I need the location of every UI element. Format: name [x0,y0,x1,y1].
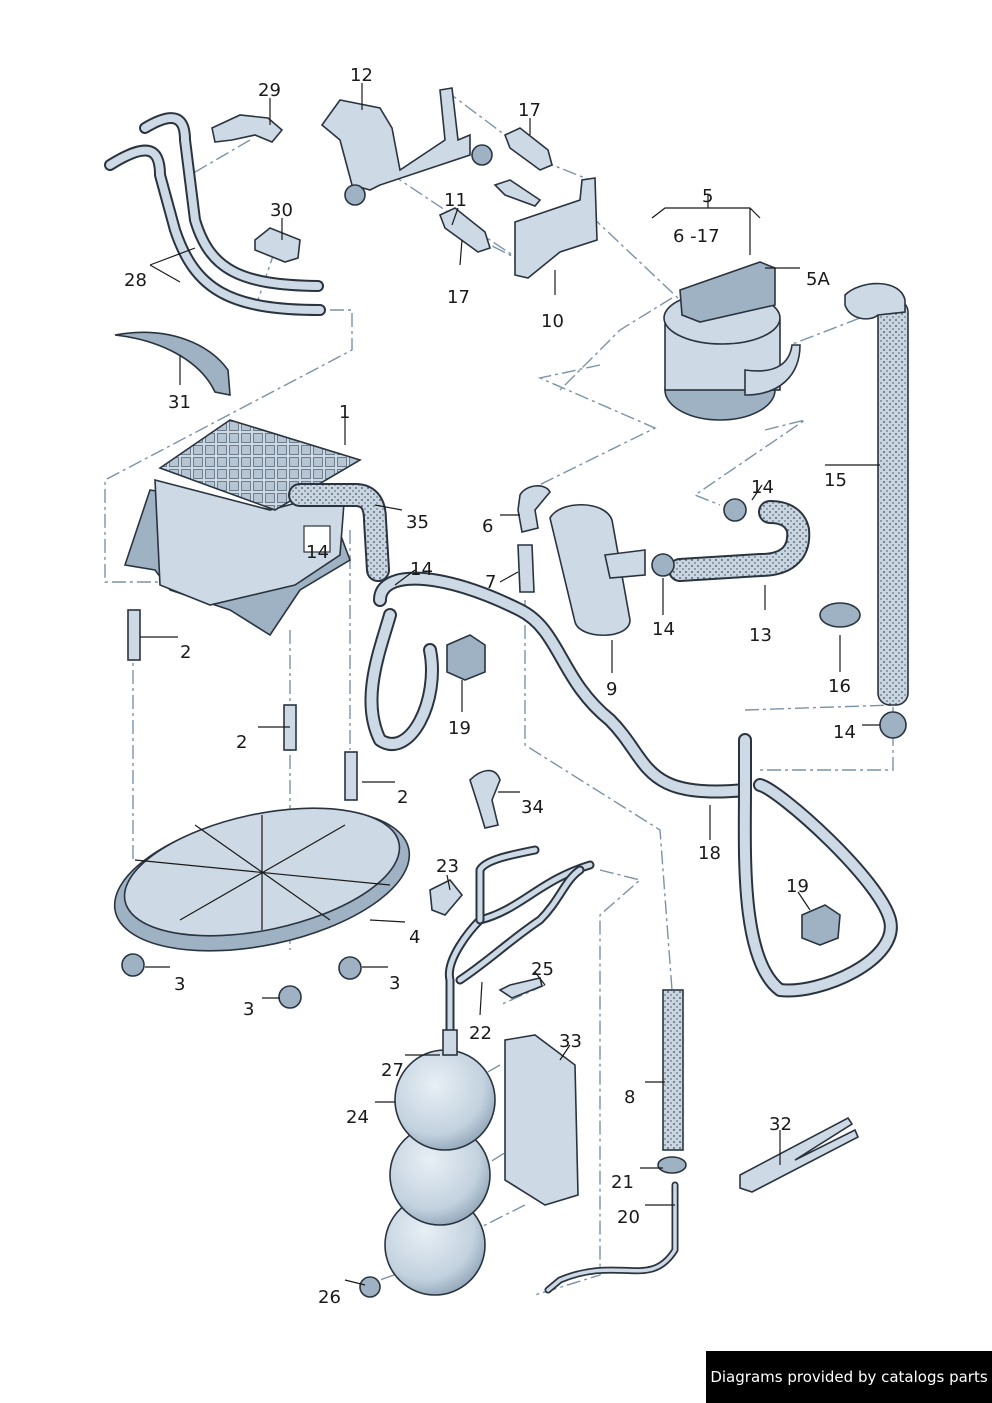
label-6: 6 [482,516,493,537]
label-14-c: 14 [652,619,675,640]
footer-credit-text: Diagrams provided by catalogs parts [710,1368,988,1386]
clamp-14-box [303,525,331,553]
hose-18 [364,571,898,998]
screw-25 [498,977,543,999]
label-30: 30 [270,200,293,221]
label-12: 12 [350,65,373,86]
label-27: 27 [381,1060,404,1081]
nut-3-a [121,953,145,977]
tube-set-28 [104,112,326,316]
label-2-b: 2 [236,732,247,753]
line-set-22 [429,845,595,1035]
label-14-b: 14 [751,477,774,498]
pump-5 [663,261,801,421]
label-3-c: 3 [243,999,254,1020]
label-14-e: 14 [833,722,856,743]
clamp-21 [657,1156,687,1174]
label-25: 25 [531,959,554,980]
label-14-box: 14 [306,542,329,563]
callout-labels: 29 12 17 30 11 5 6 -17 28 17 5A 10 31 1 … [124,65,856,1308]
label-20: 20 [617,1207,640,1228]
nut-3-b [338,956,362,980]
stud-2-c [344,751,358,801]
label-13: 13 [749,625,772,646]
connector-11 [438,207,491,253]
wedge-31 [114,331,231,396]
label-32: 32 [769,1114,792,1135]
label-11: 11 [444,190,467,211]
label-4: 4 [409,927,420,948]
clamp-14-c [651,553,675,577]
connector-17-upper [503,127,553,171]
nut-26 [359,1276,381,1298]
leader-lines [140,83,880,1286]
label-8: 8 [624,1087,635,1108]
plate-4 [113,807,411,952]
label-17-upper: 17 [518,100,541,121]
stud-2-a [127,609,141,661]
label-21: 21 [611,1172,634,1193]
label-24: 24 [346,1107,369,1128]
label-35: 35 [406,512,429,533]
label-6-17: 6 -17 [673,226,720,247]
label-23: 23 [436,856,459,877]
label-2-a: 2 [180,642,191,663]
label-31: 31 [168,392,191,413]
label-3-b: 3 [389,973,400,994]
label-2-c: 2 [397,787,408,808]
label-16: 16 [828,676,851,697]
label-17-lower: 17 [447,287,470,308]
label-5: 5 [702,186,713,207]
clip-29 [211,114,284,143]
bracket-33 [504,1034,579,1206]
nut-12 [344,184,366,206]
label-29: 29 [258,80,281,101]
label-9: 9 [606,679,617,700]
connector-7 [517,544,535,593]
label-1: 1 [339,402,350,423]
label-19-b: 19 [786,876,809,897]
clip-19-b [801,904,841,946]
clip-19-a [446,634,486,681]
tube-8 [662,989,684,1151]
label-5A: 5A [806,269,830,290]
bracket-12 [320,87,471,191]
hose-15 [844,282,909,706]
clamp-14-e [879,711,907,739]
label-33: 33 [559,1031,582,1052]
clip-34 [469,769,501,829]
label-3-a: 3 [174,974,185,995]
label-22: 22 [469,1023,492,1044]
cable-tie-32 [739,1116,860,1193]
label-19-a: 19 [448,718,471,739]
hose-35 [288,483,390,582]
block-30 [254,227,301,263]
bracket-10 [514,177,598,279]
label-18: 18 [698,843,721,864]
elbow-6 [517,485,551,533]
footer-credit: Diagrams provided by catalogs parts [706,1351,992,1403]
label-28: 28 [124,270,147,291]
pipe-20 [544,1181,679,1294]
clamp-14-b [723,498,747,522]
nut-10 [471,144,493,166]
clamp-16 [819,602,861,628]
label-7: 7 [485,572,496,593]
label-14-a: 14 [410,559,433,580]
label-10: 10 [541,311,564,332]
label-26: 26 [318,1287,341,1308]
label-34: 34 [521,797,544,818]
reservoir-24 [384,1029,496,1296]
filter-9 [549,503,646,637]
hose-13 [668,500,811,582]
screw [493,179,542,207]
nut-3-c [278,985,302,1009]
label-15: 15 [824,470,847,491]
